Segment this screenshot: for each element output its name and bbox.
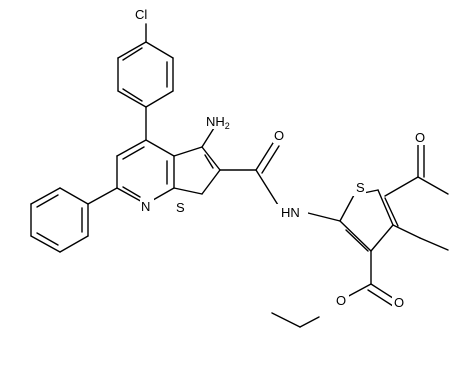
ester-c-o-double-b bbox=[367, 289, 394, 307]
phenyl-ring bbox=[30, 187, 89, 253]
acetyl-methyl bbox=[417, 176, 449, 195]
ester-ether-oxygen-label: O bbox=[336, 293, 346, 308]
fused-sulfur-label: S bbox=[176, 200, 185, 215]
amino-nh: NH bbox=[206, 114, 225, 129]
ester-c-o-double-a bbox=[370, 283, 397, 301]
amide-c-n bbox=[255, 169, 279, 206]
amino-label: NH2 bbox=[206, 114, 230, 131]
methyl-extension bbox=[419, 237, 449, 251]
ester-c-o-single bbox=[344, 283, 372, 299]
bond-pyridine-phenyl bbox=[87, 187, 118, 205]
thiophene-sulfur-label: S bbox=[356, 180, 365, 195]
ester-carbonyl-oxygen-label: O bbox=[394, 295, 404, 310]
ethyl-ch2-ch3 bbox=[271, 312, 301, 328]
bond-ring-methyl bbox=[392, 224, 421, 239]
amide-nh-label: HN bbox=[281, 205, 300, 220]
amino-subscript: 2 bbox=[225, 121, 230, 131]
thiophene-ring bbox=[339, 189, 399, 252]
pyridine-ring bbox=[116, 139, 175, 205]
acetyl-oxygen-label: O bbox=[415, 130, 425, 145]
amide-oxygen-label: O bbox=[274, 128, 284, 143]
bond-c3-nh2 bbox=[201, 127, 215, 148]
chlorine-label: Cl bbox=[135, 7, 147, 22]
amide-c-o-double bbox=[261, 145, 280, 174]
nh-to-thiophene bbox=[307, 212, 341, 222]
fused-thiophene-ring bbox=[173, 146, 221, 195]
chlorophenyl-ring bbox=[117, 41, 174, 108]
amide-c-o bbox=[255, 142, 274, 171]
pyridine-nitrogen-label: N bbox=[141, 199, 150, 214]
ester-o-ch2 bbox=[299, 316, 320, 328]
bond-ring-acetyl bbox=[384, 176, 419, 197]
